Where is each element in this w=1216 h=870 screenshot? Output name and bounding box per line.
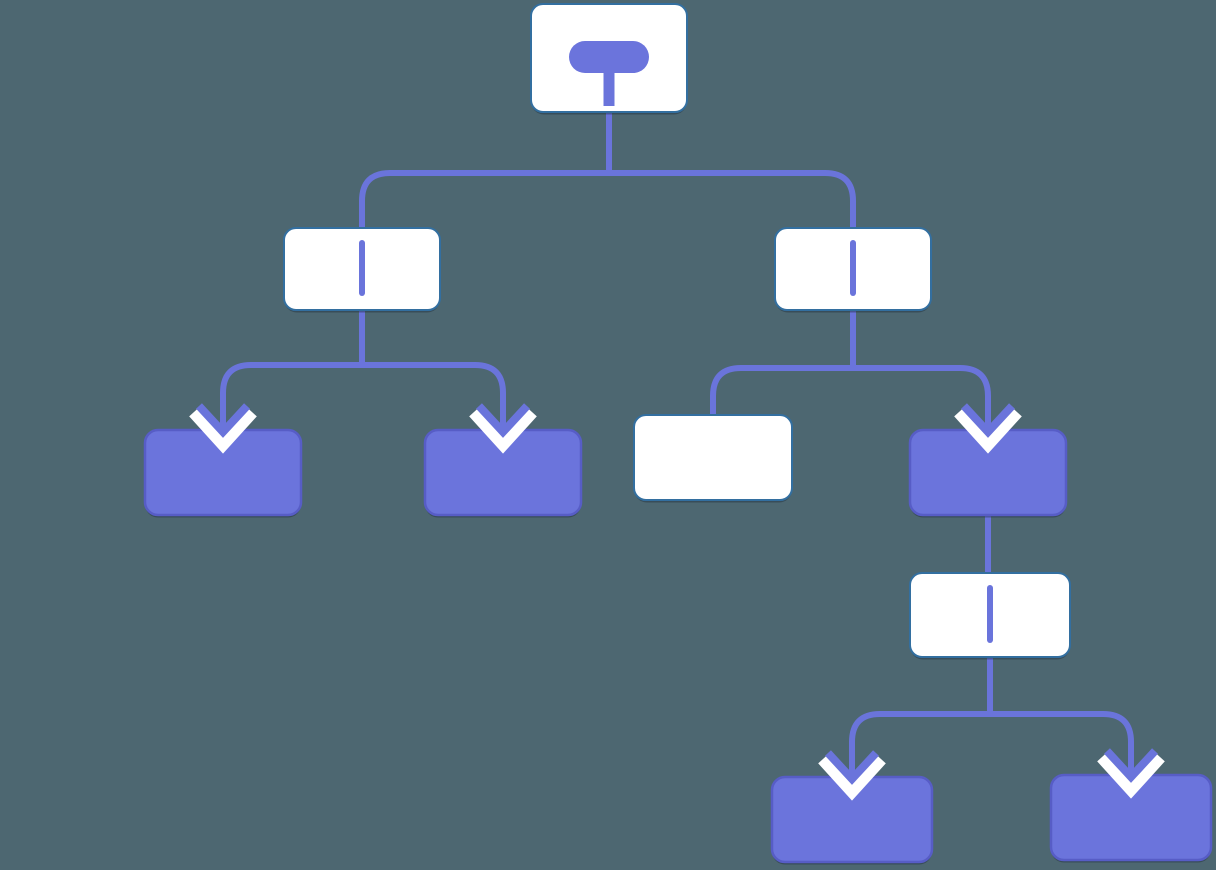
drop-chevron-icon <box>818 750 886 801</box>
drop-chevron-icon <box>469 403 537 454</box>
leaf-node-2[interactable] <box>423 403 583 518</box>
leaf-node-5[interactable] <box>1049 748 1213 863</box>
pill-stem-icon <box>569 41 649 106</box>
leaf-node-1[interactable] <box>143 403 303 518</box>
connector-left-split <box>220 308 506 430</box>
drop-chevron-icon <box>189 403 257 454</box>
vline-icon <box>850 240 856 296</box>
leaf-node-4[interactable] <box>770 750 934 865</box>
root-node[interactable] <box>530 3 688 115</box>
drop-chevron-icon <box>1097 748 1165 799</box>
connector-lower-split <box>849 655 1134 777</box>
branch-node-right[interactable] <box>774 227 932 313</box>
vline-icon <box>359 240 365 296</box>
branch-node-lower[interactable] <box>909 572 1071 660</box>
drop-chevron-icon <box>954 403 1022 454</box>
branch-node-left[interactable] <box>283 227 441 313</box>
connector-root-split <box>359 110 856 231</box>
vline-icon <box>987 585 993 643</box>
empty-card-node-body[interactable] <box>633 414 793 501</box>
empty-card-node[interactable] <box>633 414 793 503</box>
connector-right-split <box>710 308 991 430</box>
leaf-node-3[interactable] <box>908 403 1068 518</box>
